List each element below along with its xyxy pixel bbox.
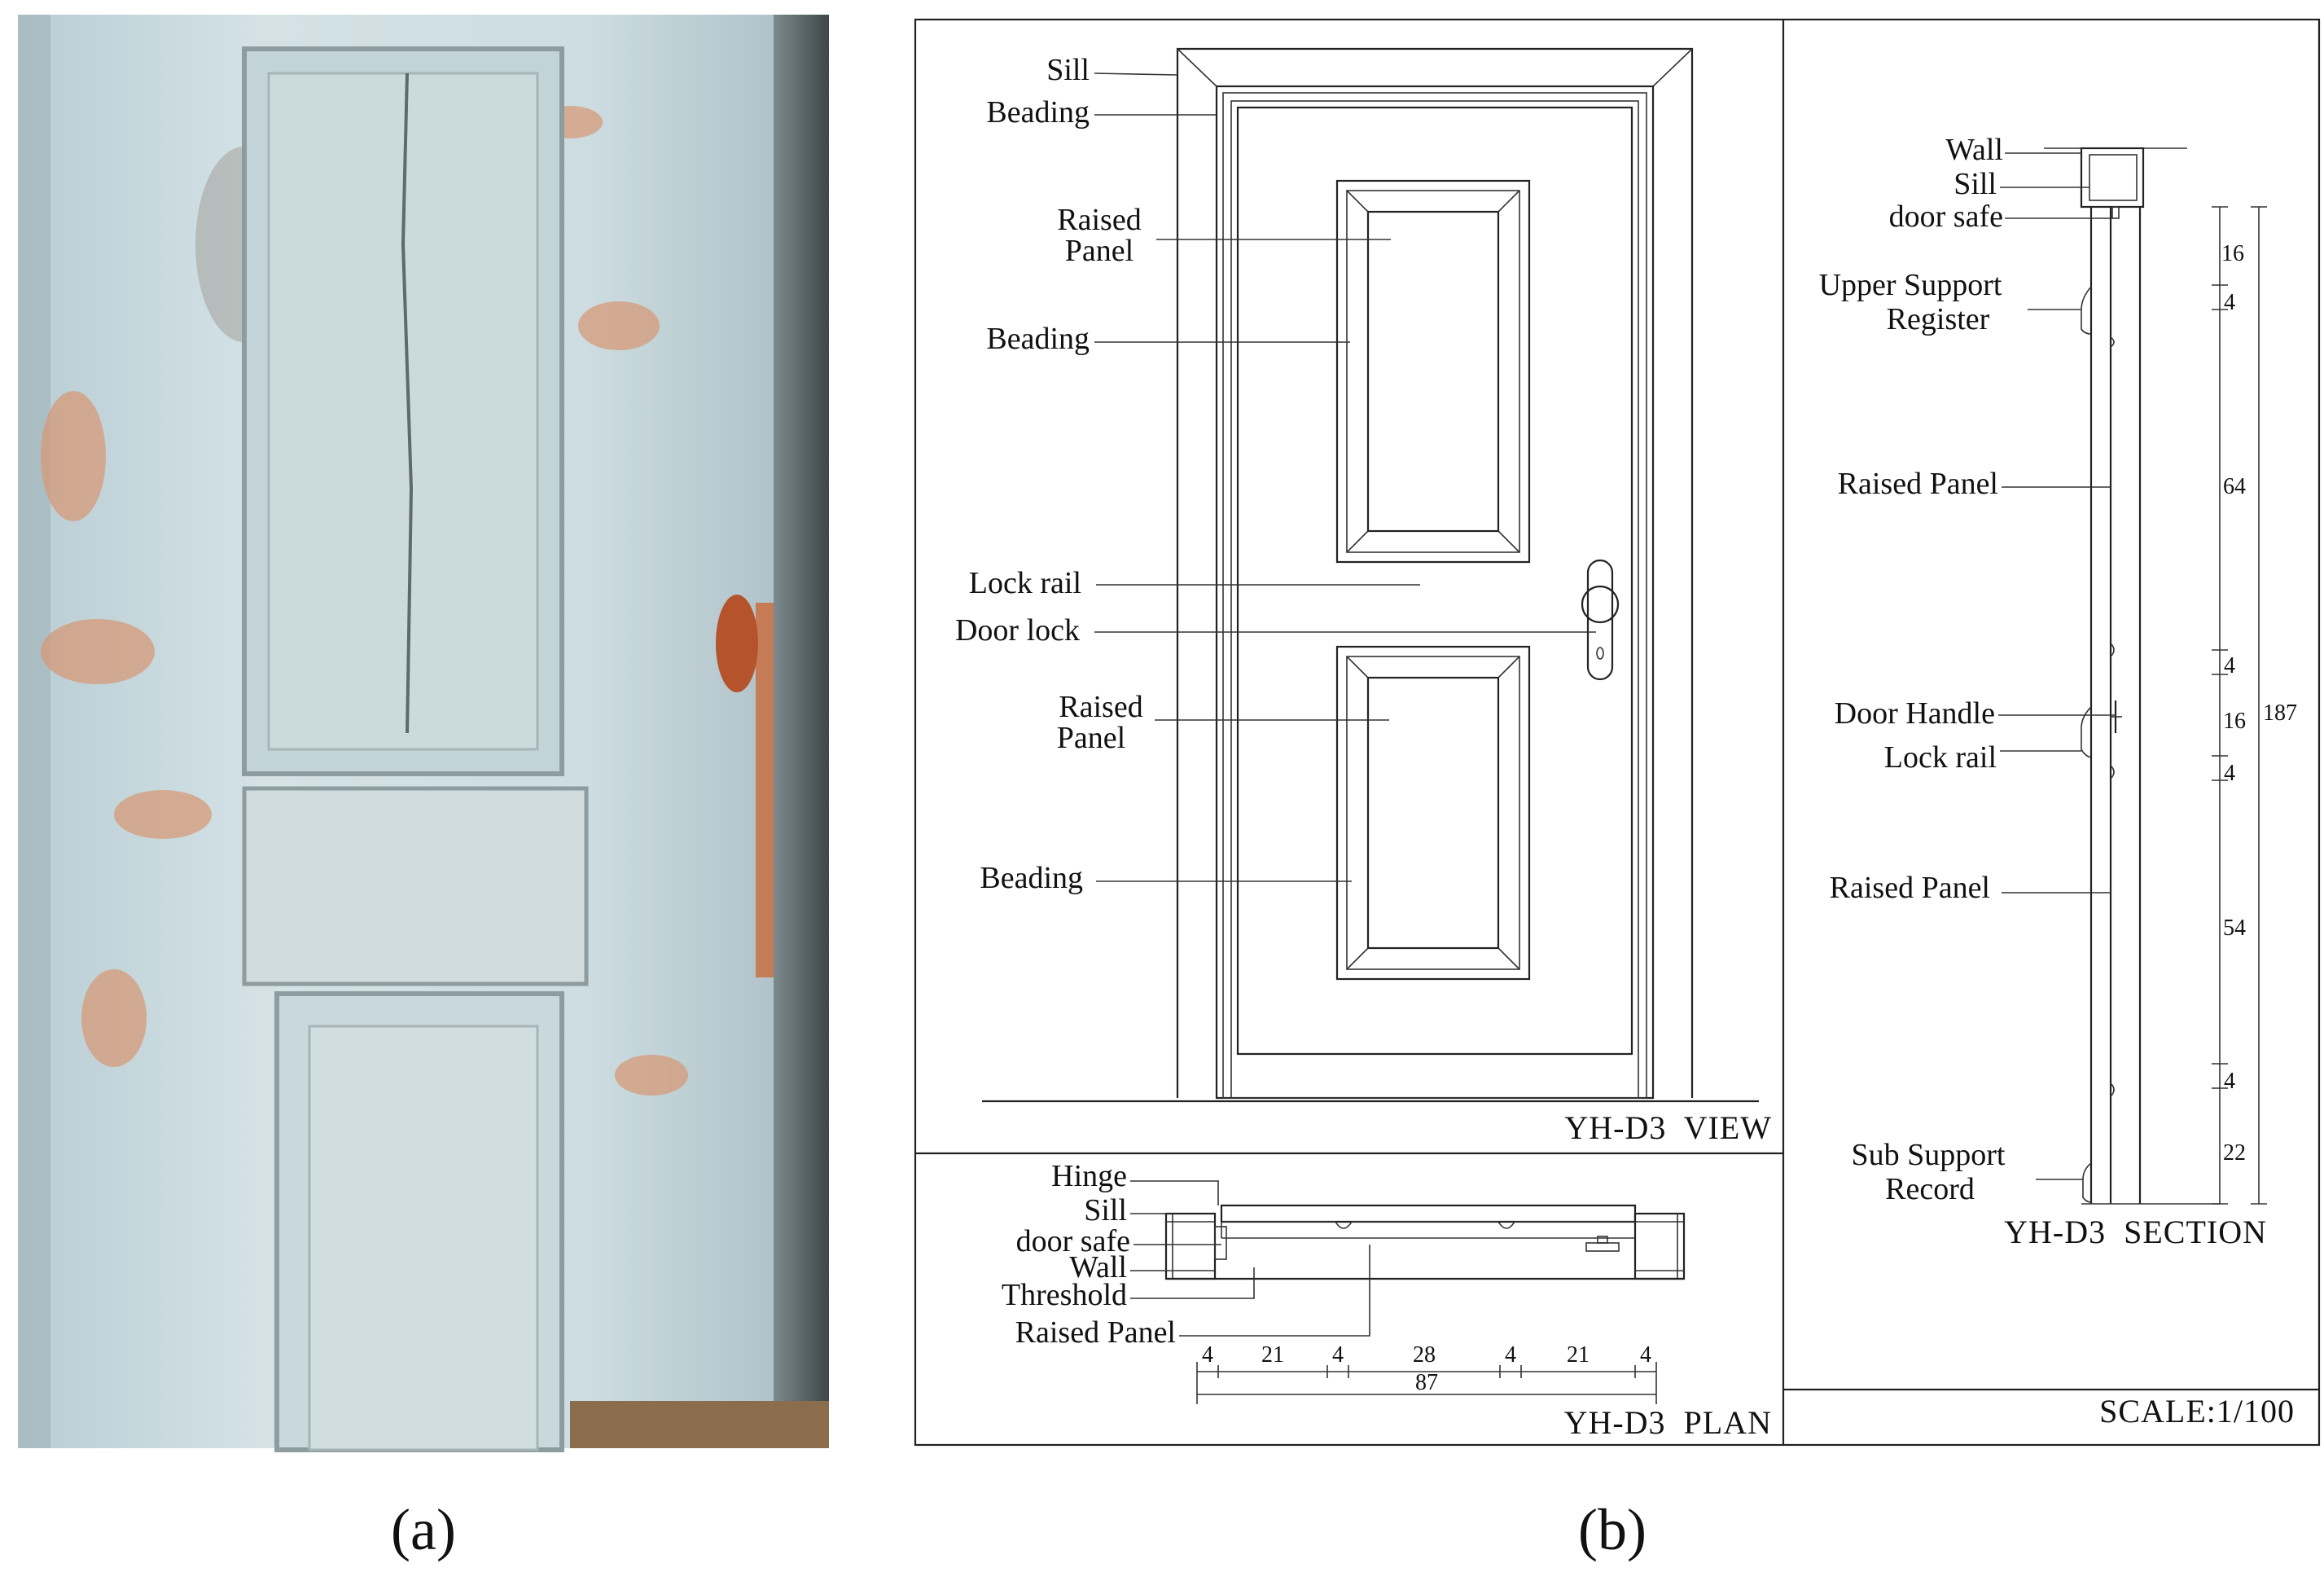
section-label-wall: Wall xyxy=(1945,133,2003,167)
scale-label: SCALE:1/100 xyxy=(2099,1393,2295,1429)
label-beading-upper: Beading xyxy=(986,322,1090,356)
plan-dim-5: 4 xyxy=(1505,1342,1516,1368)
section-title: YH-D3 SECTION xyxy=(2004,1214,2267,1250)
label-raised-panel-lower-2: Panel xyxy=(1057,721,1125,755)
door-photo xyxy=(18,15,829,1452)
plan-dim-1: 4 xyxy=(1202,1342,1213,1368)
plan-dim-3: 4 xyxy=(1332,1342,1344,1368)
label-lock-rail: Lock rail xyxy=(969,566,1081,600)
section-dim-7: 54 xyxy=(2223,916,2246,941)
section-label-door-safe: door safe xyxy=(1889,200,2003,234)
plan-dim-2: 21 xyxy=(1261,1342,1284,1368)
door-elevation xyxy=(982,47,1759,1103)
section-label-sill: Sill xyxy=(1953,167,1997,201)
section-dim-total: 187 xyxy=(2263,700,2297,726)
section-label-door-handle: Door Handle xyxy=(1835,696,1995,731)
section-dim-8: 4 xyxy=(2224,1069,2235,1094)
door-plan xyxy=(1164,1204,1686,1280)
section-annotations: Wall Sill door safe Upper Support Regist… xyxy=(1819,133,2116,1206)
section-label-raised-panel-lower: Raised Panel xyxy=(1830,871,1990,905)
section-label-sub-support-1: Sub Support xyxy=(1852,1138,2006,1172)
caption-b: (b) xyxy=(1578,1497,1647,1562)
label-beading-lower: Beading xyxy=(980,861,1083,895)
plan-dim-7: 4 xyxy=(1640,1342,1651,1368)
section-dim-4: 4 xyxy=(2224,653,2235,678)
drawing-frame xyxy=(914,18,2321,1447)
plan-label-sill: Sill xyxy=(1084,1193,1127,1227)
plan-dim-6: 21 xyxy=(1567,1342,1590,1368)
section-dimensions: 16 4 64 4 16 4 54 4 22 187 YH-D3 SECTION… xyxy=(2004,206,2297,1429)
section-label-sub-support-2: Record xyxy=(1885,1172,1975,1206)
plan-label-threshold: Threshold xyxy=(1002,1278,1127,1312)
section-dim-5: 16 xyxy=(2223,709,2246,734)
plan-label-raised-panel: Raised Panel xyxy=(1015,1315,1176,1350)
plan-title: YH-D3 PLAN xyxy=(1564,1404,1772,1441)
plan-dimensions: 4 21 4 28 4 21 4 87 YH-D3 PLAN xyxy=(1196,1342,1772,1441)
section-dim-9: 22 xyxy=(2223,1140,2246,1166)
section-dim-3: 64 xyxy=(2223,474,2246,499)
plan-dim-total: 87 xyxy=(1415,1370,1438,1395)
caption-a: (a) xyxy=(391,1497,456,1562)
section-label-raised-panel-upper: Raised Panel xyxy=(1838,467,1998,501)
section-label-lock-rail: Lock rail xyxy=(1884,740,1997,775)
label-beading-top: Beading xyxy=(986,95,1090,130)
label-door-lock: Door lock xyxy=(955,613,1080,648)
section-label-upper-support-1: Upper Support xyxy=(1819,268,2002,302)
view-title: YH-D3 VIEW xyxy=(1564,1109,1772,1146)
section-dim-2: 4 xyxy=(2224,290,2235,315)
plan-annotations: Hinge Sill door safe Wall Threshold Rais… xyxy=(1002,1159,1370,1350)
plan-label-door-safe: door safe xyxy=(1016,1224,1130,1258)
door-section xyxy=(2044,147,2220,1205)
section-dim-1: 16 xyxy=(2221,241,2244,266)
label-raised-panel-upper-2: Panel xyxy=(1065,234,1133,268)
view-annotations: Sill Beading Raised Panel Beading Lock r… xyxy=(955,53,1772,1146)
section-dim-6: 4 xyxy=(2224,761,2235,786)
label-sill: Sill xyxy=(1046,53,1090,87)
plan-dim-4: 28 xyxy=(1413,1342,1436,1368)
label-raised-panel-upper-1: Raised xyxy=(1057,203,1141,237)
plan-label-hinge: Hinge xyxy=(1051,1159,1127,1193)
section-label-upper-support-2: Register xyxy=(1887,302,1990,336)
label-raised-panel-lower-1: Raised xyxy=(1059,690,1142,724)
plan-label-wall: Wall xyxy=(1069,1250,1127,1284)
